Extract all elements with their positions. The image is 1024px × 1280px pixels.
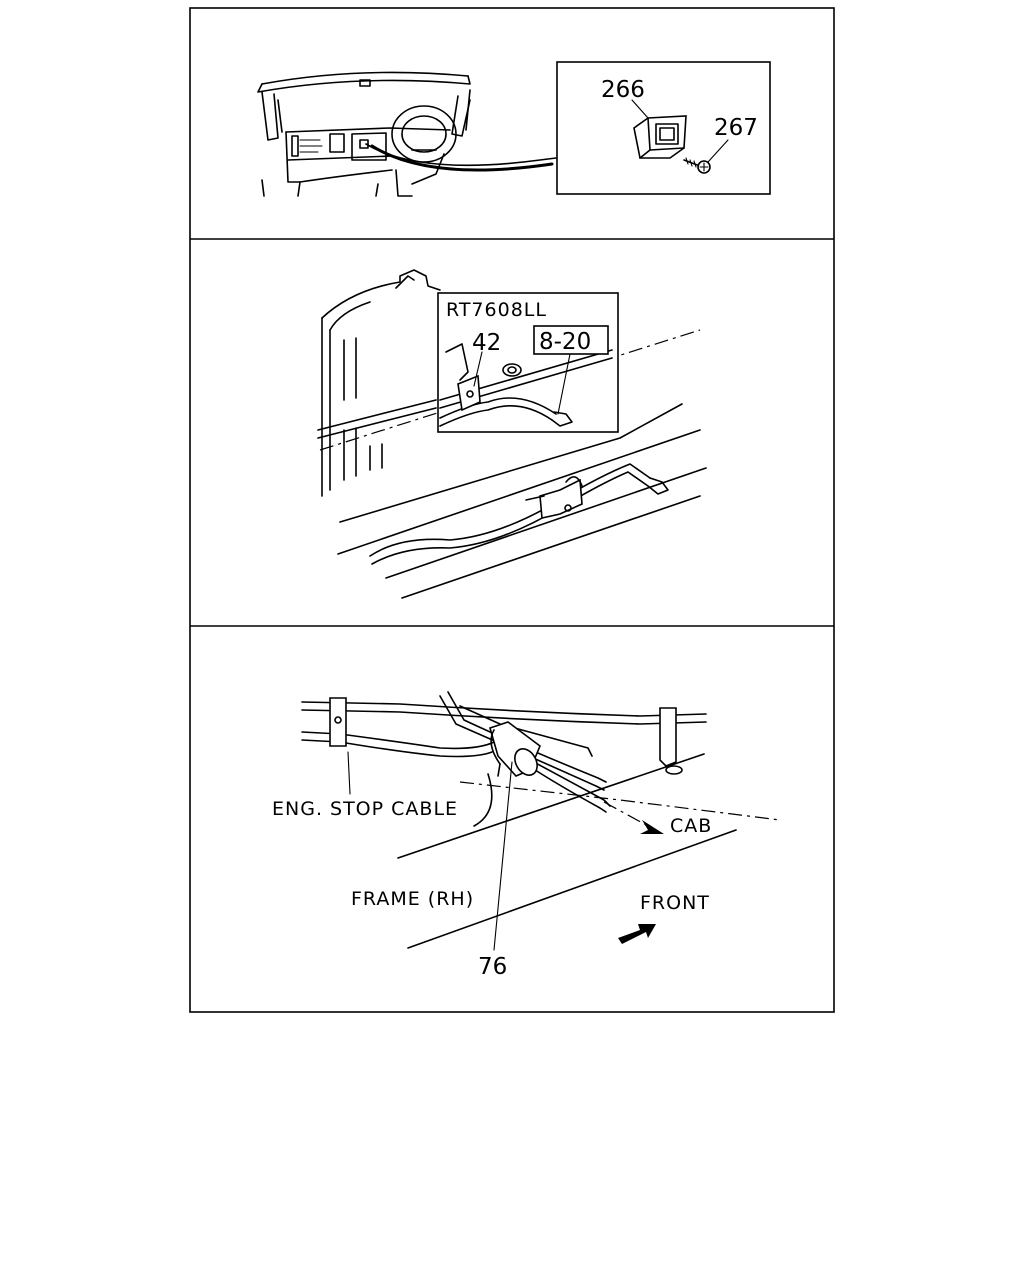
front-label: FRONT [640,892,710,914]
cab-label: CAB [670,815,712,837]
detail-ref-label: RT7608LL [446,299,547,321]
switch-266-icon [633,115,687,159]
front-arrow-icon [618,924,656,944]
callout-266: 266 [601,77,645,103]
callout-42: 42 [472,330,501,356]
dashboard-illustration [257,71,557,197]
detail-box-panel2 [437,292,619,433]
callout-267: 267 [714,115,758,141]
ref-box-label: 8-20 [539,329,591,355]
eng-stop-cable-label: ENG. STOP CABLE [272,798,458,820]
frame-cable-illustration [301,691,781,951]
callout-76: 76 [478,954,507,980]
frame-rh-label: FRAME (RH) [351,888,474,910]
screw-267-icon [683,157,711,174]
cab-arrow-icon [603,801,664,834]
detail-box-panel1 [556,61,771,195]
diagram-frame [189,7,835,1013]
ref-box-8-20 [533,325,609,355]
